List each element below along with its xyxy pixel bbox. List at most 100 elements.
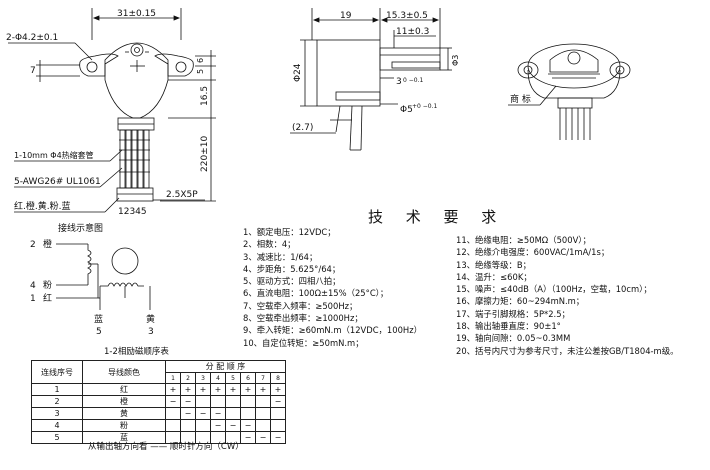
trademark-logo [567, 51, 581, 65]
spec-item: 6、直流电阻：100Ω±15%（25°C）； [243, 288, 389, 299]
connector-pitch: 2.5X5P [166, 190, 198, 200]
lead-color: 黄 [82, 407, 166, 420]
lead-wires [119, 129, 150, 189]
sequence-cell: − [210, 407, 226, 420]
sequence-cell [195, 419, 211, 432]
dim-7: 7 [30, 66, 36, 76]
sequence-cell: − [165, 395, 181, 408]
front-view: 31±0.15 2-Φ4.2±0.1 [6, 8, 216, 217]
spec-title: 技 术 要 求 [368, 208, 506, 226]
dim-16-5: 16.5 [200, 86, 210, 106]
spec-item: 14、温升：≤60K； [456, 271, 532, 282]
wiring-title: 接线示意图 [58, 222, 103, 234]
sequence-cell: + [165, 383, 181, 396]
spec-item: 5、驱动方式：四相八拍； [243, 276, 341, 287]
iso-view: 商 标 [508, 43, 631, 140]
motor-body-side [316, 39, 381, 107]
wire-4-num: 4 [30, 281, 36, 291]
spec-item: 17、端子引脚规格：5P*2.5； [456, 308, 570, 319]
spec-item: 2、相数：4； [243, 239, 296, 250]
wiring-diagram: 接线示意图 2 橙 4 粉 1 红 蓝 5 黄 3 [30, 222, 155, 337]
step-header: 6 [240, 372, 256, 384]
dim-width: 31±0.15 [117, 9, 156, 19]
sequence-cell [240, 395, 256, 408]
step-header: 8 [270, 372, 286, 384]
spec-item: 7、空载牵入频率：≥500Hz； [243, 300, 358, 311]
dim-phi3: Φ3 [451, 55, 460, 66]
spec-item: 9、牵入转矩：≥60mN.m（12VDC，100Hz） [243, 325, 422, 336]
label-wire: 5-AWG26# UL1061 [14, 177, 101, 187]
sequence-caption: 1-2相励磁顺序表 [104, 347, 169, 357]
lead-color: 红 [82, 383, 166, 396]
sequence-cell: − [180, 407, 196, 420]
sequence-cell [270, 407, 286, 420]
spec-item: 18、输出轴垂直度：90±1° [456, 321, 561, 332]
wire-1-color: 红 [43, 292, 52, 304]
sequence-cell: − [270, 431, 286, 444]
spec-item: 8、空载牵出频率：≥1000Hz； [243, 313, 363, 324]
spec-item: 4、步距角：5.625°/64； [243, 263, 341, 274]
spec-list-left: 1、额定电压：12VDC； 2、相数：4； 3、减速比：1/64； 4、步距角：… [243, 226, 422, 349]
dim-phi24: Φ24 [293, 63, 303, 82]
right-ear [609, 61, 631, 79]
spec-list-right: 11、绝缘电阻：≥50MΩ（500V）； 12、绝缘介电强度：600VAC/1m… [456, 234, 678, 357]
lead-number: 4 [31, 419, 83, 432]
iso-wires [559, 108, 591, 140]
dim-2-7: (2.7) [292, 123, 313, 133]
spec-item: 13、绝缘等级：B； [456, 259, 532, 270]
sequence-footer: 从输出轴方向看 —— 顺时针方向（CW） [88, 442, 244, 452]
sequence-cell [240, 407, 256, 420]
coil-horizontal [100, 282, 144, 287]
wire-3-color: 黄 [146, 313, 155, 325]
spec-item: 1、额定电压：12VDC； [243, 227, 336, 237]
dim-phi5-tol: +0 −0.1 [412, 103, 438, 110]
dim-220: 220±10 [200, 136, 210, 172]
lead-color: 粉 [82, 419, 166, 432]
col-order-header: 分 配 顺 序 [165, 360, 286, 373]
spec-item: 15、噪声：≤40dB（A）（100Hz，空载，10cm）； [456, 284, 652, 295]
spec-item: 20、括号内尺寸为参考尺寸，未注公差按GB/T1804-m级。 [456, 345, 679, 356]
output-shaft [379, 47, 441, 71]
step-header: 3 [195, 372, 211, 384]
dim-3-tol: 0 −0.1 [403, 77, 423, 84]
wire-2-color: 橙 [43, 238, 52, 250]
spec-item: 12、绝缘介电强度：600VAC/1mA/1s； [456, 247, 610, 258]
coil-vertical [87, 244, 92, 285]
sequence-cell [225, 395, 241, 408]
sequence-cell [225, 407, 241, 420]
lead-number: 5 [31, 431, 83, 444]
sequence-cell [255, 395, 271, 408]
sequence-cell: + [240, 383, 256, 396]
sequence-cell [165, 419, 181, 432]
spec-item: 19、轴向间隙：0.05~0.3MM [456, 333, 571, 344]
sequence-cell: + [270, 383, 286, 396]
sequence-cell: + [225, 383, 241, 396]
sequence-cell [195, 395, 211, 408]
wire-1-num: 1 [30, 294, 36, 304]
dim-19: 19 [340, 11, 352, 21]
spec-item: 3、减速比：1/64； [243, 251, 318, 262]
sequence-cell [180, 419, 196, 432]
wire-4-color: 粉 [43, 279, 52, 291]
label-colors: 红.橙.黄.粉.蓝 [14, 200, 70, 212]
left-ear [517, 61, 539, 79]
dim-6: 6 [196, 58, 205, 63]
sequence-cell: − [180, 395, 196, 408]
lead-number: 3 [31, 407, 83, 420]
rotor-symbol [111, 247, 139, 275]
step-header: 7 [255, 372, 271, 384]
motor-mounting-flange [79, 53, 119, 77]
col-color-header: 导线颜色 [82, 360, 166, 384]
step-header: 1 [165, 372, 181, 384]
spec-item: 16、摩擦力矩：60~294mN.m； [456, 296, 585, 307]
col-lead-header: 连线序号 [31, 360, 83, 384]
sequence-cell [165, 407, 181, 420]
sequence-cell: + [195, 383, 211, 396]
connector-pins: 12345 [118, 207, 147, 217]
spec-item: 10、自定位转矩：≥50mN.m； [243, 337, 364, 348]
